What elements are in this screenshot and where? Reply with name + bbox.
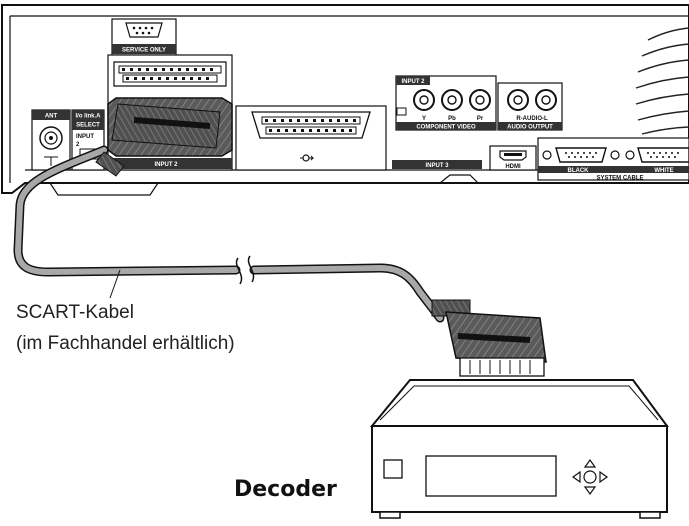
- cable-callout-line2: (im Fachhandel erhältlich): [16, 333, 235, 354]
- service-only-label: SERVICE ONLY: [122, 48, 166, 54]
- input2-component-label: INPUT 2: [401, 79, 425, 85]
- component-video-label: COMPONENT VIDEO: [416, 125, 476, 131]
- white-label: WHITE: [654, 168, 673, 174]
- scart-plug-recorder: [95, 97, 233, 177]
- service-only-port: SERVICE ONLY: [111, 18, 177, 56]
- r-audio-l-label: R-AUDIO-L: [516, 116, 548, 122]
- component-video-block: INPUT 2 Y Pb Pr COMPONENT VIDEO: [395, 75, 497, 131]
- input-side-num: 2: [76, 142, 80, 148]
- antenna-input: ANT: [31, 109, 71, 171]
- hdmi-port: HDMI: [489, 145, 537, 171]
- select-label: SELECT: [76, 123, 100, 129]
- input-side-label: INPUT: [76, 134, 94, 140]
- scart-cable: [13, 145, 445, 323]
- ant-label: ANT: [45, 114, 58, 120]
- iolink-label: I/o link.A: [75, 114, 101, 120]
- decoder-indicator: [383, 459, 403, 479]
- cable-callout-line1: SCART-Kabel: [16, 302, 134, 323]
- audio-output-label: AUDIO OUTPUT: [507, 125, 553, 131]
- system-cable-label: SYSTEM CABLE: [596, 176, 643, 182]
- decoder-display: [425, 455, 557, 497]
- input2-scart-label: INPUT 2: [154, 162, 178, 168]
- comp-pb-label: Pb: [448, 116, 456, 122]
- black-label: BLACK: [568, 168, 590, 174]
- system-cable-block: BLACK WHITE SYSTEM CABLE: [537, 137, 689, 182]
- decoder-label: Decoder: [234, 477, 337, 502]
- decoder-device: [369, 379, 669, 519]
- decoder-cursor-keys-icon: [571, 458, 609, 496]
- input3-label: INPUT 3: [425, 163, 449, 169]
- input3-bar: [392, 160, 482, 169]
- comp-y-label: Y: [422, 116, 426, 122]
- audio-output-block: R-AUDIO-L AUDIO OUTPUT: [497, 82, 563, 131]
- hdmi-label: HDMI: [505, 164, 521, 170]
- scart-plug-decoder: [431, 299, 547, 377]
- vent-grille: [635, 27, 689, 135]
- comp-pr-label: Pr: [477, 116, 484, 122]
- output-scart-socket: [235, 105, 387, 171]
